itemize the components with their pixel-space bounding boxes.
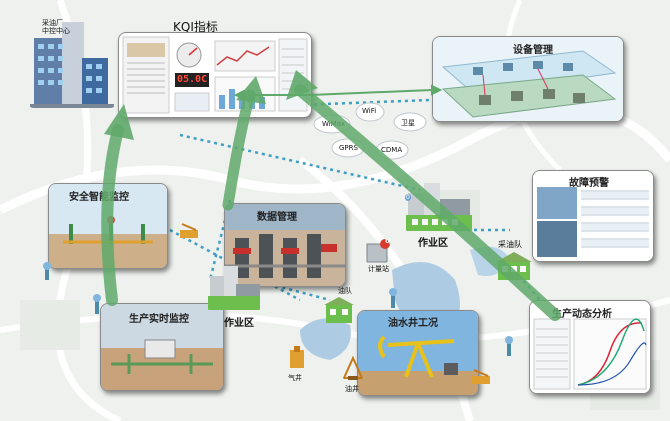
valve-icon-1 (93, 294, 101, 314)
kqi-dashboard-panel[interactable]: 05.0C (118, 32, 312, 118)
oil-team-building (496, 252, 532, 280)
equipment-management-panel[interactable]: 设备管理 (432, 36, 624, 122)
equipment-title: 设备管理 (513, 45, 553, 56)
zone-marker: 0 (405, 194, 411, 201)
network-gprs: GPRS (339, 144, 358, 152)
work-area-building-1 (406, 183, 472, 231)
kqi-digital-readout: 05.0C (177, 74, 208, 85)
network-wimax: WiMax (322, 120, 346, 128)
fault-title: 故障预警 (569, 178, 609, 189)
dynamics-title: 生产动态分析 (552, 309, 612, 320)
kqi-dashboard-graphic (122, 36, 308, 114)
network-cdma: CDMA (381, 146, 403, 154)
safety-title: 安全智能监控 (69, 192, 129, 203)
oil-well-icon (342, 356, 364, 380)
production-graphic (101, 304, 223, 390)
production-title: 生产实时监控 (129, 314, 189, 325)
well-title: 油水井工况 (388, 318, 438, 329)
pump-icon-1 (180, 223, 198, 238)
oil-team-label: 采油队 (498, 240, 522, 249)
well-graphic (358, 311, 478, 395)
control-center-building (30, 22, 114, 108)
gas-well-icon (290, 346, 304, 368)
fault-warning-panel[interactable]: 故障预警 (532, 170, 654, 262)
work-area-label-1: 作业区 (418, 238, 448, 249)
production-monitoring-panel[interactable]: 生产实时监控 (100, 303, 224, 391)
alarm-marker: U (385, 238, 390, 245)
oil-team-small-label: 油队 (338, 287, 352, 295)
valve-icon-3 (389, 288, 397, 308)
network-satellite: 卫星 (401, 119, 415, 127)
gas-well-label: 气井 (288, 374, 302, 382)
network-wifi: WiFi (362, 107, 377, 115)
valve-icon-4 (505, 336, 513, 356)
valve-icon-2 (43, 262, 51, 280)
work-area-building-2 (208, 266, 260, 310)
metering-station-label: 计量站 (368, 265, 389, 273)
well-condition-panel[interactable]: 油水井工况 (357, 310, 479, 396)
dynamics-analysis-panel[interactable]: 生产动态分析 (529, 300, 651, 394)
pump-icon-2 (472, 369, 490, 384)
oil-team-building-small (324, 297, 354, 323)
kqi-title: KQI指标 (173, 20, 218, 34)
work-area-label-2: 作业区 (224, 318, 254, 329)
control-center-label: 采油厂 中控中心 (42, 19, 70, 35)
oil-well-label: 油井 (345, 385, 359, 393)
safety-monitoring-panel[interactable]: 安全智能监控 (48, 183, 168, 269)
data-mgmt-title: 数据管理 (257, 212, 297, 223)
